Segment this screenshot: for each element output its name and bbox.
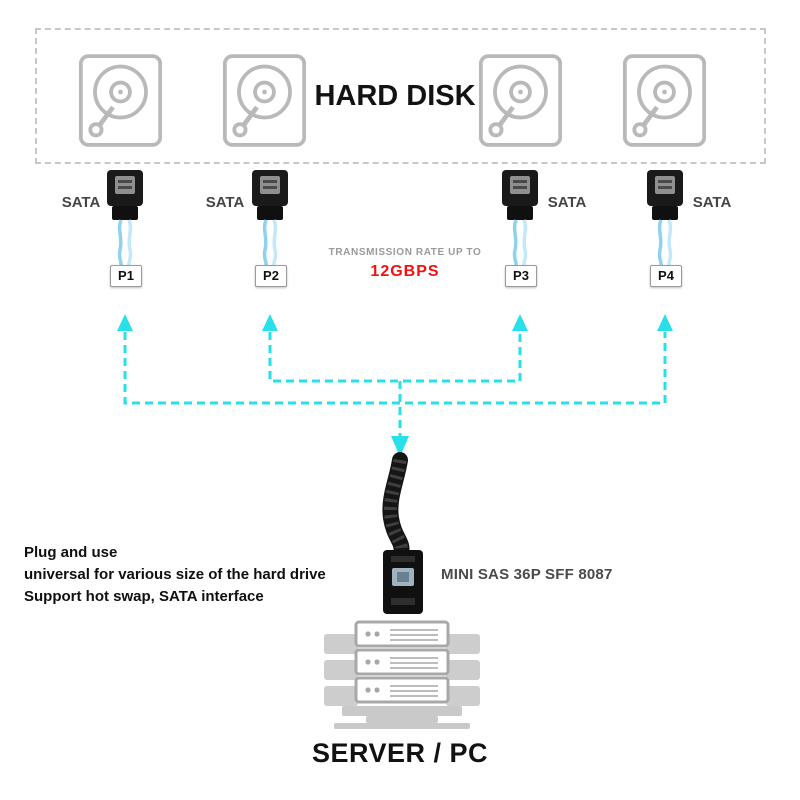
arrow-up-icon <box>657 314 673 331</box>
transmission-note: TRANSMISSION RATE UP TO <box>328 247 482 258</box>
sata-label-4: SATA <box>692 194 732 211</box>
feature-line-3: Support hot swap, SATA interface <box>24 588 264 605</box>
port-tag-p4: P4 <box>650 265 682 287</box>
feature-line-1: Plug and use <box>24 544 118 561</box>
feature-line-2: universal for various size of the hard d… <box>24 566 326 583</box>
transmission-rate: 12GBPS <box>370 263 440 280</box>
arrow-up-icon <box>512 314 528 331</box>
cyan-arrowheads <box>117 314 673 457</box>
port-tag-p2: P2 <box>255 265 287 287</box>
port-tag-p3: P3 <box>505 265 537 287</box>
sata-label-3: SATA <box>547 194 587 211</box>
cyan-routing-lines <box>123 332 667 436</box>
hard-disk-icon <box>625 56 704 145</box>
sas-cable-icon <box>382 452 410 561</box>
hard-disk-panel <box>35 28 766 164</box>
sata-connector-icon <box>250 168 290 268</box>
sata-label-2: SATA <box>205 194 245 211</box>
server-icon <box>324 620 480 729</box>
hard-disk-title: HARD DISK <box>314 80 476 112</box>
arrow-up-icon <box>117 314 133 331</box>
hard-disk-icon <box>81 56 160 145</box>
sata-connector-icon <box>500 168 540 268</box>
sata-connector-icon <box>105 168 145 268</box>
feature-text: Plug and use universal for various size … <box>24 542 404 608</box>
mini-sas-connector-icon <box>383 550 423 614</box>
sata-label-1: SATA <box>61 194 101 211</box>
arrow-down-icon <box>391 436 409 457</box>
sata-connector-icon <box>645 168 685 268</box>
port-tag-p1: P1 <box>110 265 142 287</box>
arrow-up-icon <box>262 314 278 331</box>
server-pc-label: SERVER / PC <box>311 738 489 768</box>
mini-sas-label: MINI SAS 36P SFF 8087 <box>441 566 613 583</box>
hard-disk-icon <box>225 56 304 145</box>
